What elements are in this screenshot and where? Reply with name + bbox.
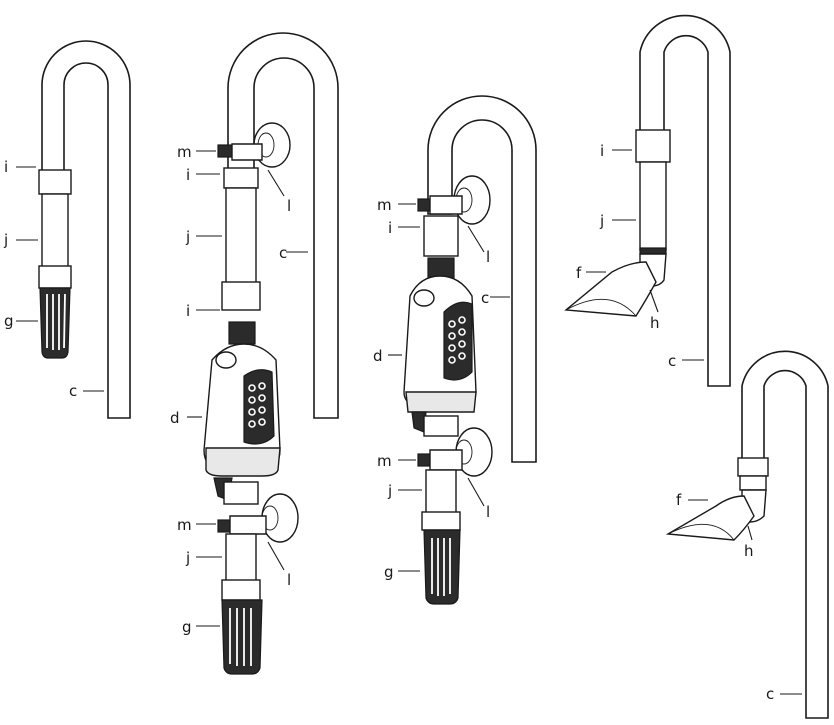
connector-i [223, 167, 259, 189]
j-pipe-c [741, 350, 829, 719]
assembly-4: i j f h c [564, 14, 731, 387]
label-f: f [676, 491, 682, 509]
assembly-1: i j g c [3, 40, 131, 419]
strainer-g [423, 529, 461, 605]
label-j: j [185, 549, 190, 567]
label-l: l [287, 197, 291, 215]
assembly-2: m i j i d m j g l l c [170, 32, 339, 675]
tube-j [225, 187, 257, 285]
j-pipe-c [227, 32, 339, 419]
label-l: l [486, 248, 490, 266]
suction-cup-l-lower [261, 493, 299, 543]
pump-grille [443, 301, 473, 381]
label-h: h [744, 542, 754, 560]
label-c: c [279, 244, 287, 262]
label-j: j [185, 228, 190, 246]
label-i: i [186, 302, 190, 320]
label-l: l [486, 503, 490, 521]
label-c: c [766, 685, 774, 703]
connector-i [737, 457, 769, 477]
label-c: c [668, 352, 676, 370]
assembly-5: f h c [665, 350, 829, 719]
tube-j [639, 161, 667, 251]
clip-m [217, 144, 233, 158]
label-g: g [4, 312, 14, 330]
tube-j [425, 469, 457, 515]
label-c: c [481, 289, 489, 307]
label-j: j [3, 231, 8, 249]
j-pipe-c [41, 40, 131, 419]
label-f: f [576, 264, 582, 282]
tube-j-lower [225, 533, 257, 585]
nozzle-f [564, 261, 657, 317]
j-pipe-c [427, 95, 537, 463]
strainer-slots [46, 293, 66, 350]
label-j: j [599, 212, 604, 230]
label-h: h [650, 314, 660, 332]
label-d: d [373, 347, 383, 365]
label-i: i [388, 219, 392, 237]
connector-i-lower [221, 281, 261, 311]
clip-m-lower [417, 453, 431, 467]
label-m: m [177, 143, 192, 161]
connector-i [635, 129, 671, 163]
collar [38, 265, 72, 289]
strainer-g [221, 599, 263, 675]
label-j: j [387, 482, 392, 500]
connector-i [38, 169, 72, 195]
label-m: m [177, 516, 192, 534]
label-g: g [384, 563, 394, 581]
clip-m [417, 198, 431, 212]
label-m: m [377, 452, 392, 470]
j-pipe-c [639, 14, 731, 387]
clip-m-lower [217, 519, 231, 533]
label-i: i [186, 166, 190, 184]
label-m: m [377, 196, 392, 214]
assembly-3: m i d m j g l l c [373, 95, 537, 605]
label-d: d [170, 409, 180, 427]
label-i: i [4, 158, 8, 176]
nozzle-f [665, 495, 755, 541]
label-l: l [287, 571, 291, 589]
label-c: c [69, 382, 77, 400]
label-g: g [182, 618, 192, 636]
pump-grille [243, 369, 275, 445]
thread [427, 257, 455, 279]
tube-j [41, 193, 69, 271]
connector-i [423, 215, 459, 257]
label-i: i [600, 142, 604, 160]
thread [228, 321, 256, 345]
